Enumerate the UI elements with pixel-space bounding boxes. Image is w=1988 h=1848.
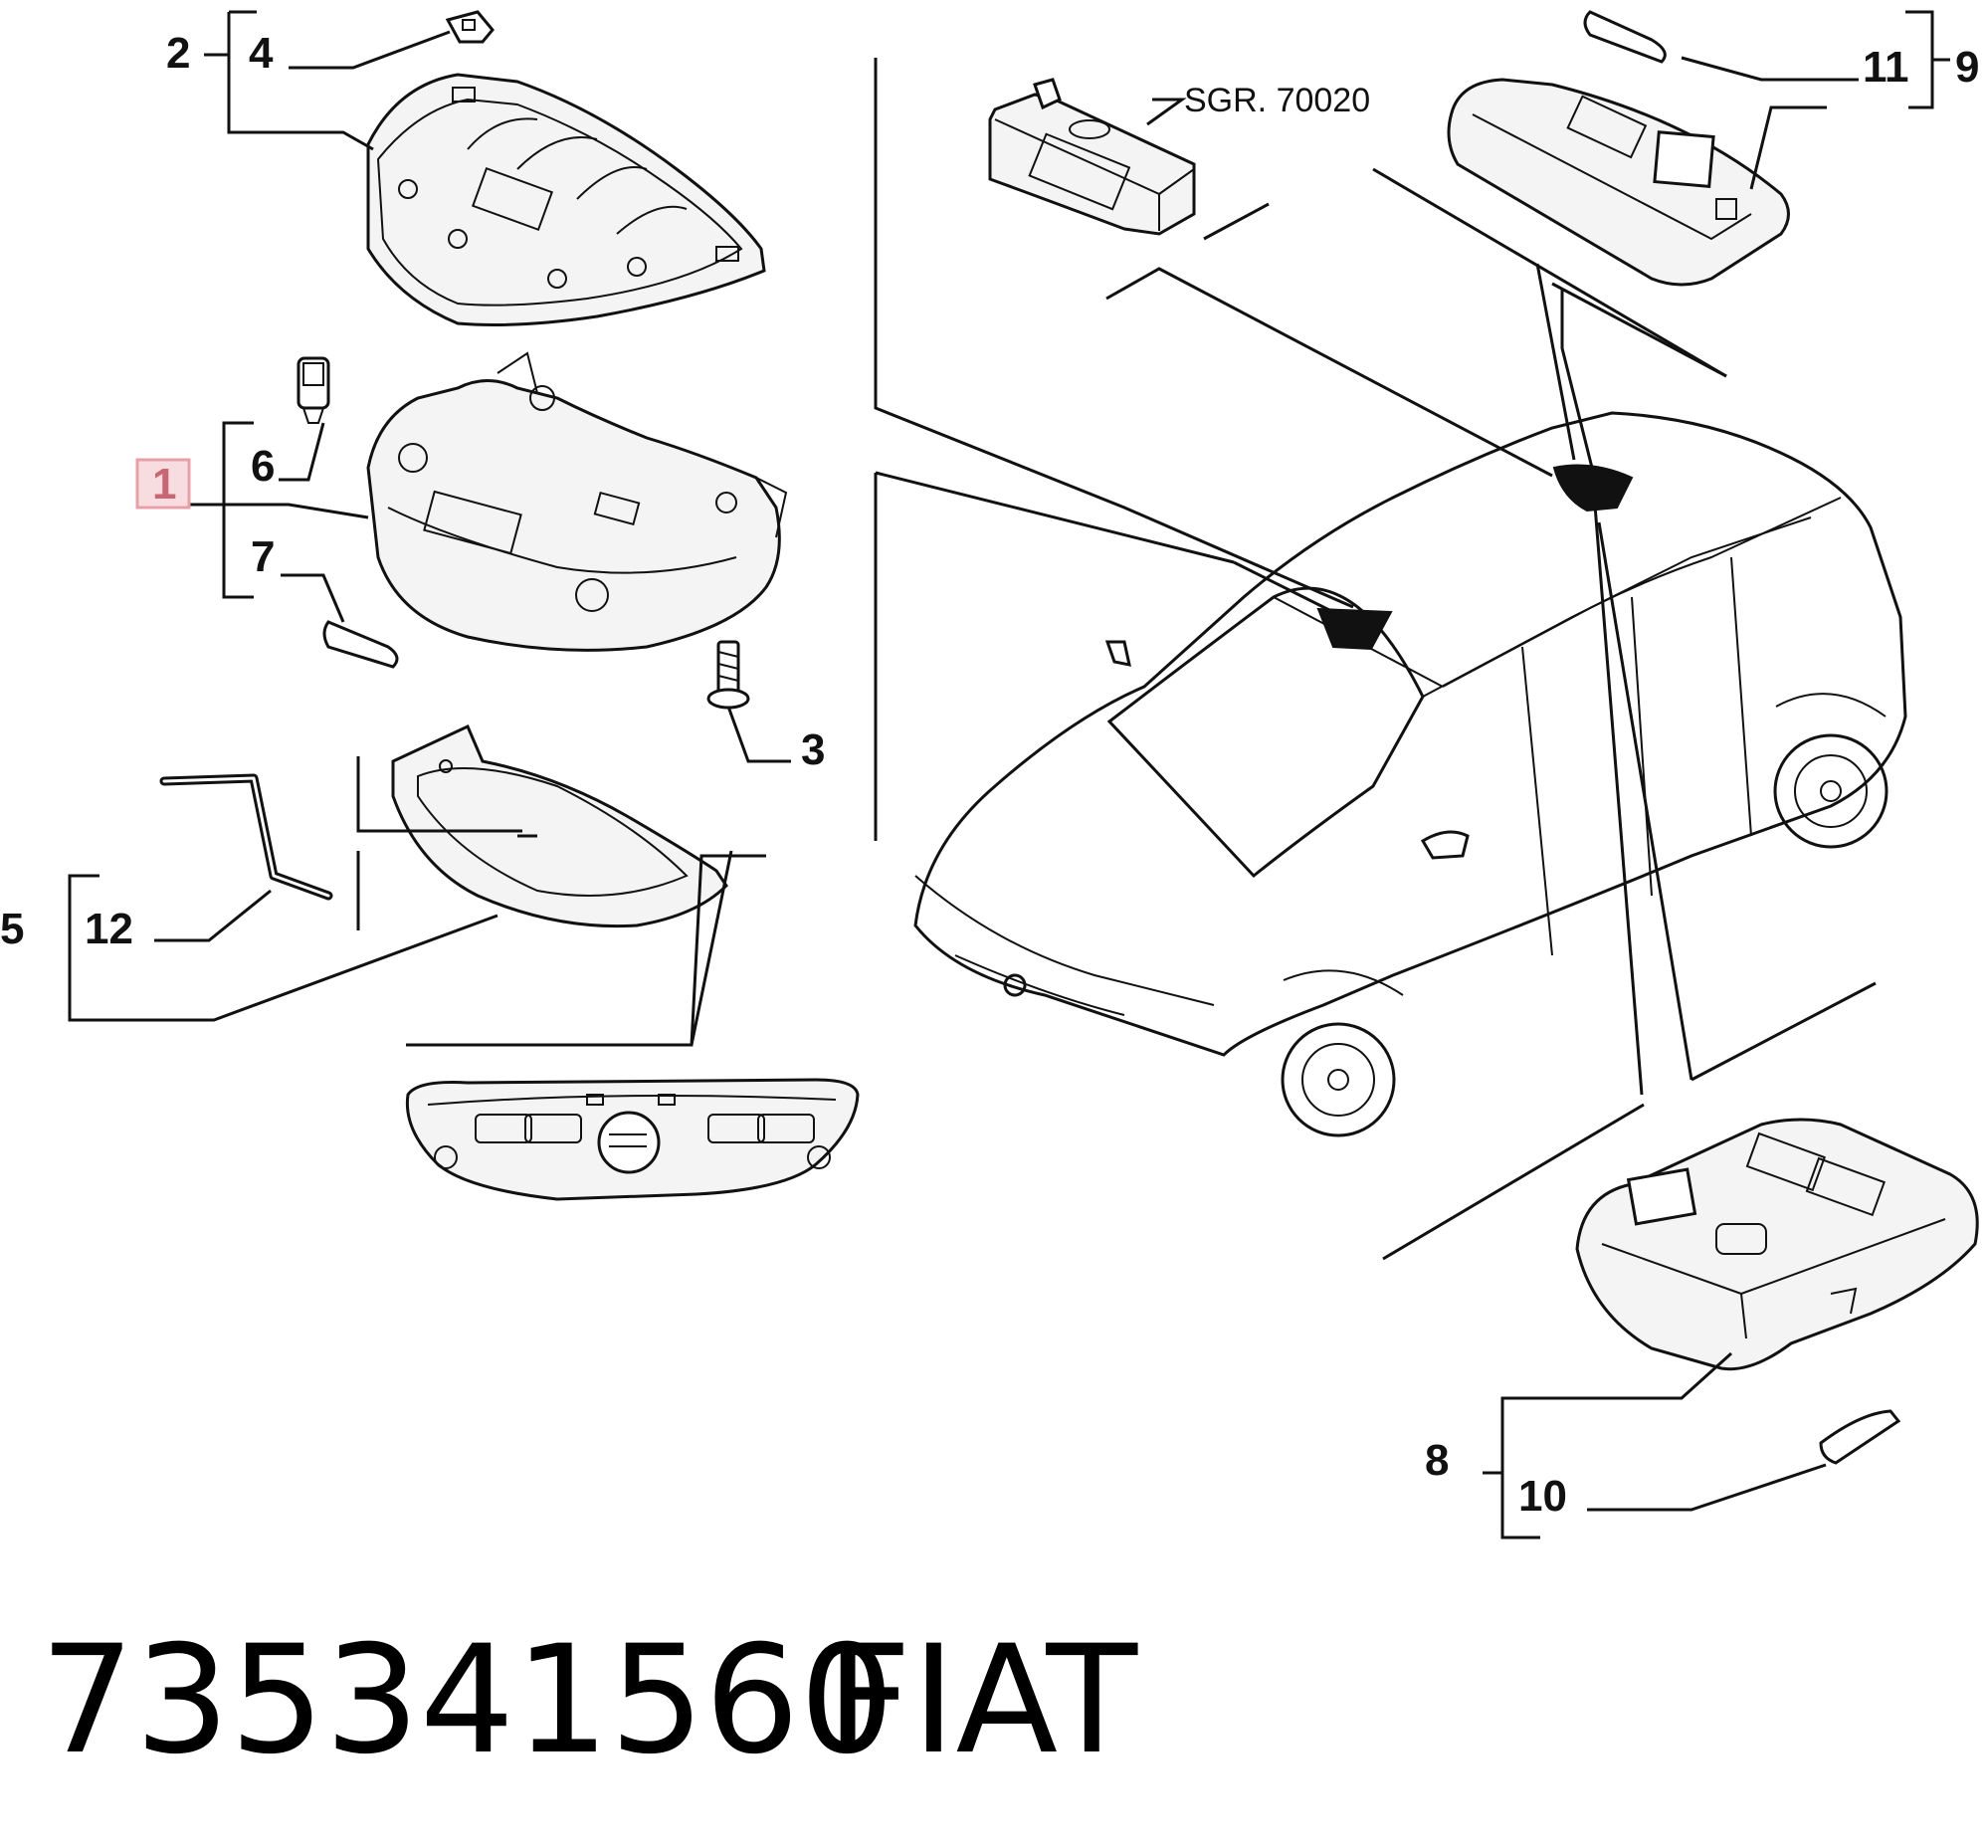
lamp-cover-part xyxy=(366,73,766,326)
callout-1-highlight xyxy=(135,458,191,510)
car-illustration xyxy=(913,411,1907,1137)
lamp-housing-part xyxy=(366,351,788,652)
callout-6: 6 xyxy=(251,442,275,491)
callout-5: 5 xyxy=(0,905,24,953)
callout-3: 3 xyxy=(801,725,825,774)
bulb-part xyxy=(297,356,330,424)
overhead-console-part xyxy=(405,1078,860,1201)
callout-2: 2 xyxy=(166,29,190,78)
callout-11: 11 xyxy=(1863,43,1909,92)
screw-part xyxy=(706,640,750,710)
brand-name: FIAT xyxy=(826,1614,1138,1787)
rear-lamp-part xyxy=(1447,78,1790,287)
wire-tool-part xyxy=(159,773,333,901)
callout-9: 9 xyxy=(1955,43,1979,92)
clip-part xyxy=(445,10,495,44)
callout-1: 1 xyxy=(152,460,176,509)
festoon-bulb-part xyxy=(322,620,399,669)
callout-12: 12 xyxy=(85,905,133,953)
dome-bulb-part xyxy=(1819,1409,1901,1465)
callout-labels: 2 4 1 6 7 3 5 12 SGR. 70020 11 9 8 10 xyxy=(0,29,1979,1521)
part-note: SGR. 70020 xyxy=(1184,82,1370,119)
callout-10: 10 xyxy=(1518,1472,1567,1521)
callout-7: 7 xyxy=(251,532,275,581)
top-bulb-part xyxy=(1583,10,1667,64)
dome-lamp-part xyxy=(1575,1118,1979,1371)
part-number: 735341560 xyxy=(40,1614,895,1787)
lens-part xyxy=(391,723,728,928)
connector-part xyxy=(988,78,1196,236)
callout-4: 4 xyxy=(249,29,274,78)
leader-lines xyxy=(68,10,1950,1540)
callout-8: 8 xyxy=(1425,1436,1449,1485)
